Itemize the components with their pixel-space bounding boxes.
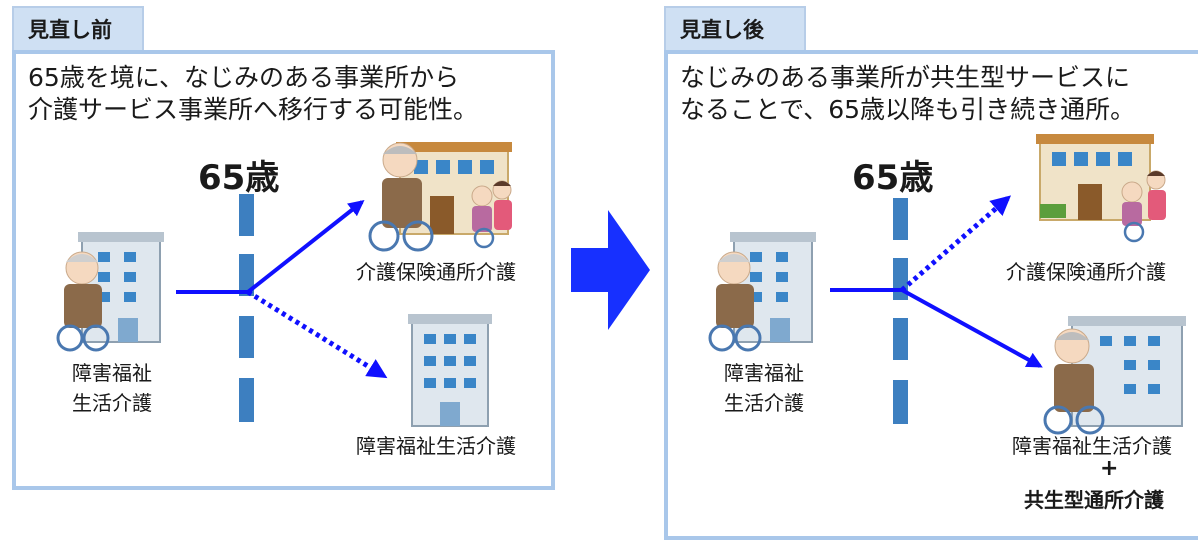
after-plus-sign: +: [1100, 456, 1119, 481]
after-description-line1: なじみのある事業所が共生型サービスに: [680, 63, 1131, 92]
after-caregiver-icon: [1121, 170, 1166, 243]
before-age-label: 65歳: [198, 158, 280, 198]
after-description: なじみのある事業所が共生型サービスに なることで、65歳以降も引き続き通所。: [680, 62, 1135, 126]
before-caregiver-icon: [471, 180, 512, 249]
before-tab: 見直し前: [12, 6, 144, 50]
before-disability-facility-icon: [408, 314, 492, 427]
before-elderly-wheelchair-icon: [368, 142, 434, 252]
after-tab: 見直し後: [664, 6, 806, 50]
before-origin-line2: 生活介護: [72, 391, 152, 415]
after-age-divider: [893, 198, 908, 424]
after-lower-destination: 障害福祉生活介護: [1012, 434, 1172, 458]
after-upper-destination: 介護保険通所介護: [1006, 260, 1166, 284]
before-lower-destination: 障害福祉生活介護: [356, 434, 516, 458]
after-origin-label: 障害福祉 生活介護: [724, 358, 804, 418]
before-description: 65歳を境に、なじみのある事業所から 介護サービス事業所へ移行する可能性。: [28, 62, 478, 126]
after-elderly-wheelchair-icon: [1043, 328, 1105, 435]
after-age-label: 65歳: [852, 158, 934, 198]
before-lower-dotted-arrow: [246, 289, 388, 379]
before-origin-person-icon: [56, 251, 110, 352]
before-description-line2: 介護サービス事業所へ移行する可能性。: [28, 95, 479, 124]
before-origin-line1: 障害福祉: [72, 361, 152, 385]
after-description-line2: なることで、65歳以降も引き続き通所。: [680, 95, 1136, 124]
after-origin-line2: 生活介護: [724, 391, 804, 415]
after-lower-arrow: [901, 288, 1043, 368]
after-shared-service: 共生型通所介護: [1024, 488, 1164, 512]
after-origin-line1: 障害福祉: [724, 361, 804, 385]
before-upper-destination: 介護保険通所介護: [356, 260, 516, 284]
before-description-line1: 65歳を境に、なじみのある事業所から: [28, 63, 460, 92]
transition-arrow-icon: [571, 210, 650, 330]
diagram-drawing: [56, 134, 1186, 435]
after-upper-dotted-arrow: [900, 195, 1012, 292]
before-upper-arrow: [246, 200, 365, 294]
before-age-divider: [239, 194, 254, 422]
after-origin-person-icon: [708, 251, 762, 352]
before-origin-label: 障害福祉 生活介護: [72, 358, 152, 418]
